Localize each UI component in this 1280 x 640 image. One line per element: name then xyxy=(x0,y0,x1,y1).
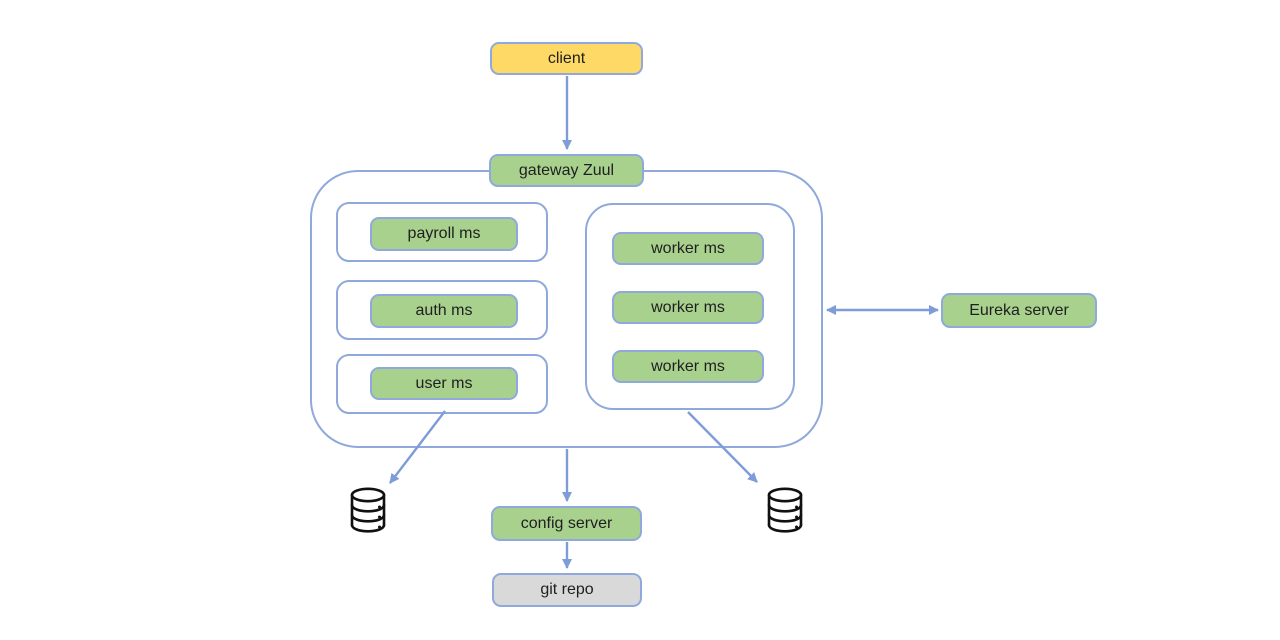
client-label: client xyxy=(547,49,586,67)
database-icon xyxy=(350,487,386,533)
config-server-label: config server xyxy=(520,514,613,532)
worker-ms-label-3: worker ms xyxy=(651,357,725,375)
git-repo-label: git repo xyxy=(540,581,594,598)
database-icon xyxy=(767,487,803,533)
eureka-server-node: Eureka server xyxy=(941,293,1097,328)
client-node: client xyxy=(490,42,643,75)
worker-ms-label-2: worker ms xyxy=(651,298,725,316)
worker-ms-node-2: worker ms xyxy=(612,291,764,324)
eureka-server-label: Eureka server xyxy=(969,301,1069,319)
git-repo-node: git repo xyxy=(492,573,642,607)
worker-ms-node-3: worker ms xyxy=(612,350,764,383)
config-server-node: config server xyxy=(491,506,642,541)
auth-ms-label: auth ms xyxy=(415,302,473,319)
payroll-ms-node: payroll ms xyxy=(370,217,518,251)
worker-ms-node-1: worker ms xyxy=(612,232,764,265)
auth-ms-node: auth ms xyxy=(370,294,518,328)
user-ms-node: user ms xyxy=(370,367,518,400)
user-ms-label: user ms xyxy=(415,374,473,392)
worker-ms-label-1: worker ms xyxy=(651,239,725,257)
payroll-ms-label: payroll ms xyxy=(407,225,481,242)
gateway-zuul-label: gateway Zuul xyxy=(518,161,615,179)
gateway-zuul-node: gateway Zuul xyxy=(489,154,644,187)
